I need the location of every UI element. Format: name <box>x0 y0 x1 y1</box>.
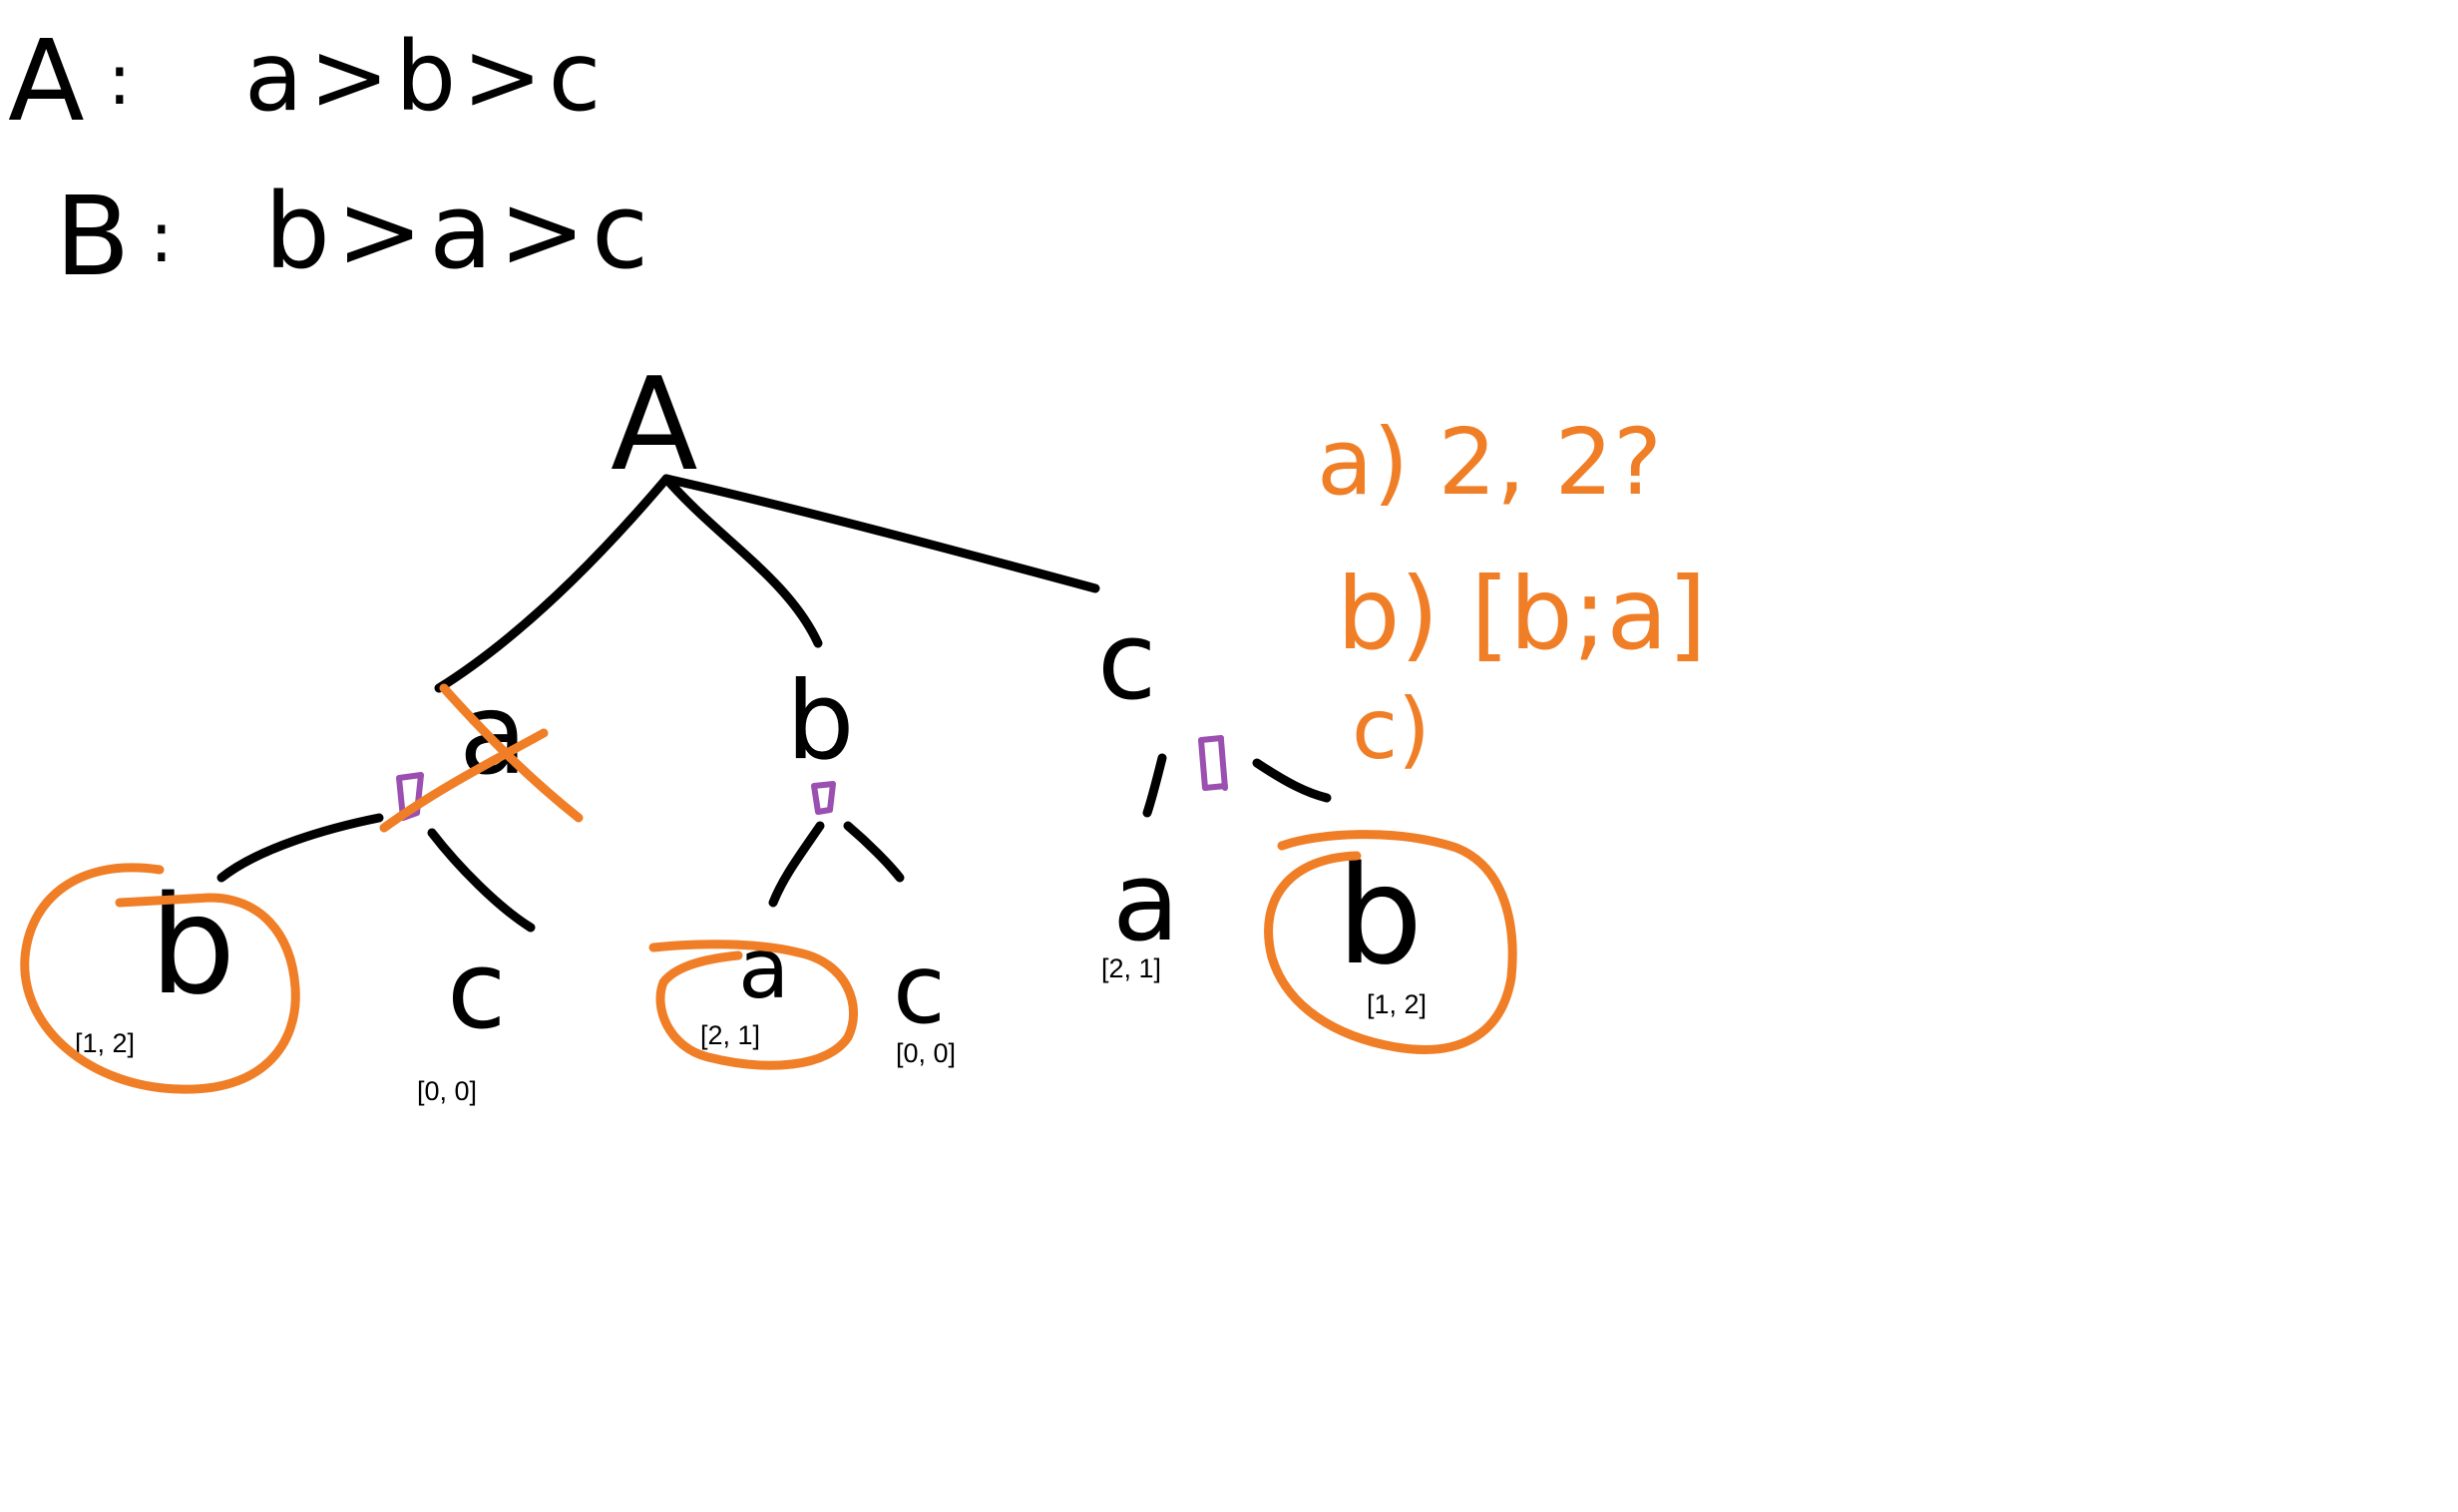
circle-leaf-a-b <box>20 863 300 1094</box>
payoff-a-b: [1, 2] <box>75 1028 135 1058</box>
player-b-marks: B B B <box>396 735 1228 821</box>
edge-c-b <box>1252 758 1332 803</box>
mark-b-node-c <box>1198 735 1228 791</box>
edge-root-c <box>661 474 1100 593</box>
circle-leaf-b-a <box>648 940 859 1070</box>
node-c: c <box>1097 599 1156 724</box>
circle-leaf-c-b <box>1264 830 1517 1054</box>
payoff-b-c: [0, 0] <box>896 1038 956 1068</box>
edge-root-b <box>661 474 823 648</box>
payoff-a-c: [0, 0] <box>417 1076 477 1106</box>
answer-c: c) <box>1352 680 1431 778</box>
mark-b-node-b <box>811 781 836 815</box>
leaf-a-b: b <box>150 868 235 1025</box>
pref-order-b: b>a>c <box>264 171 654 292</box>
node-b: b <box>786 659 855 784</box>
pref-colon-b: : <box>150 196 174 278</box>
edge-a-b <box>216 813 384 883</box>
mark-b-node-a <box>396 772 424 821</box>
pref-order-a: a>b>c <box>244 21 607 133</box>
answer-a: a) 2, 2? <box>1317 409 1662 516</box>
answer-b: b) [b;a] <box>1337 556 1707 672</box>
edge-b-c <box>843 821 905 883</box>
leaf-a-c: c <box>447 929 506 1053</box>
orange-annotations: a) 2, 2? b) [b;a] c) <box>20 409 1707 1094</box>
preferences: A : a>b>c B : b>a>c <box>8 17 654 300</box>
pref-player-a: A <box>8 17 85 147</box>
cross-a-2 <box>379 728 549 833</box>
leaf-c-a: a <box>1112 838 1179 965</box>
leaf-c-b: b <box>1337 838 1423 995</box>
payoffs: [1, 2] [0, 0] [2, 1] [0, 0] [2, 1] [1, 2… <box>75 953 1427 1106</box>
edge-a-c <box>427 828 536 933</box>
edge-c-a <box>1142 753 1167 818</box>
payoff-c-a: [2, 1] <box>1101 953 1161 983</box>
pref-colon-a: : <box>108 39 132 121</box>
leaf-b-a: a <box>738 920 789 1017</box>
node-root: A <box>611 351 698 500</box>
tree-edges <box>216 474 1332 933</box>
payoff-b-a: [2, 1] <box>700 1020 760 1050</box>
edge-b-a <box>768 821 825 908</box>
pref-player-b: B <box>55 173 130 300</box>
leaf-b-c: c <box>893 934 946 1045</box>
edge-root-a <box>434 474 671 693</box>
payoff-c-b: [1, 2] <box>1367 989 1427 1019</box>
